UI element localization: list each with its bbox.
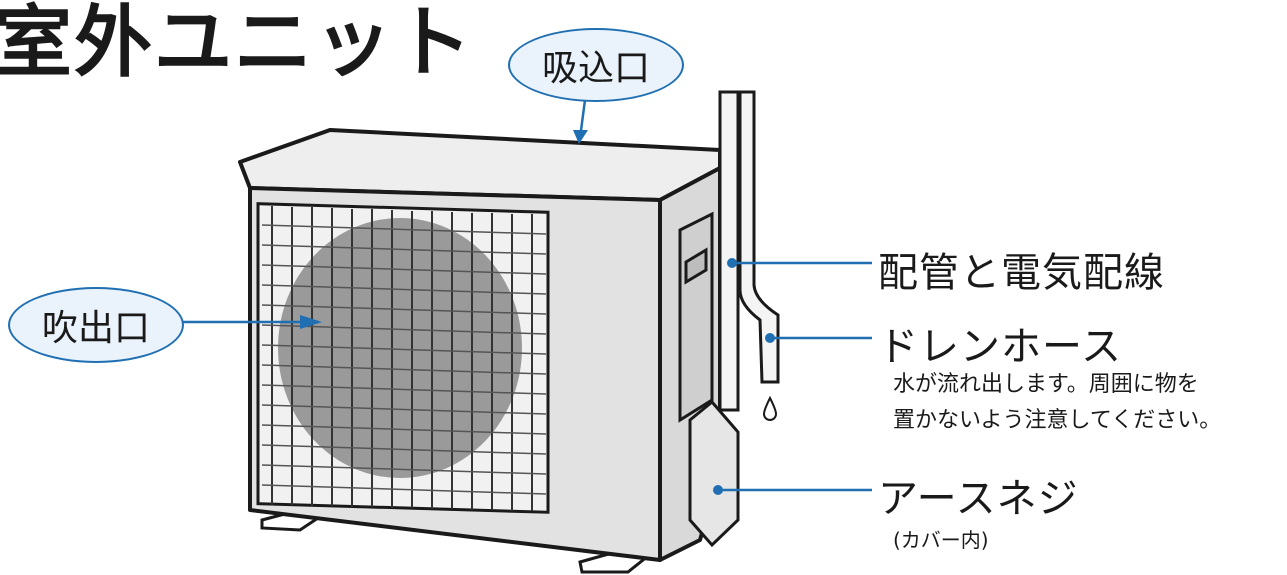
drain-note-line1: 水が流れ出します。周囲に物を xyxy=(893,372,1199,397)
drain-hose-label: ドレンホース xyxy=(878,324,1122,370)
piping-label: 配管と電気配線 xyxy=(878,250,1165,296)
grille-horizontal-lines xyxy=(261,224,547,495)
outlet-bubble: 吹出口 xyxy=(8,287,184,363)
intake-bubble: 吸込口 xyxy=(508,28,684,102)
ground-screw-note: (カバー内) xyxy=(893,528,989,552)
fan-blade-area xyxy=(278,218,522,478)
drain-note-line2: 置かないよう注意してください。 xyxy=(893,408,1222,433)
terminal-cover xyxy=(688,399,740,548)
piping xyxy=(718,90,780,412)
page-title: 室外ユニット xyxy=(0,0,475,88)
side-panel xyxy=(678,211,714,423)
grille-lines xyxy=(271,206,533,511)
water-drop-icon xyxy=(762,395,778,421)
leader-lines xyxy=(180,99,872,492)
ground-screw-label: アースネジ xyxy=(878,476,1079,522)
leader-arrowheads xyxy=(300,130,775,495)
